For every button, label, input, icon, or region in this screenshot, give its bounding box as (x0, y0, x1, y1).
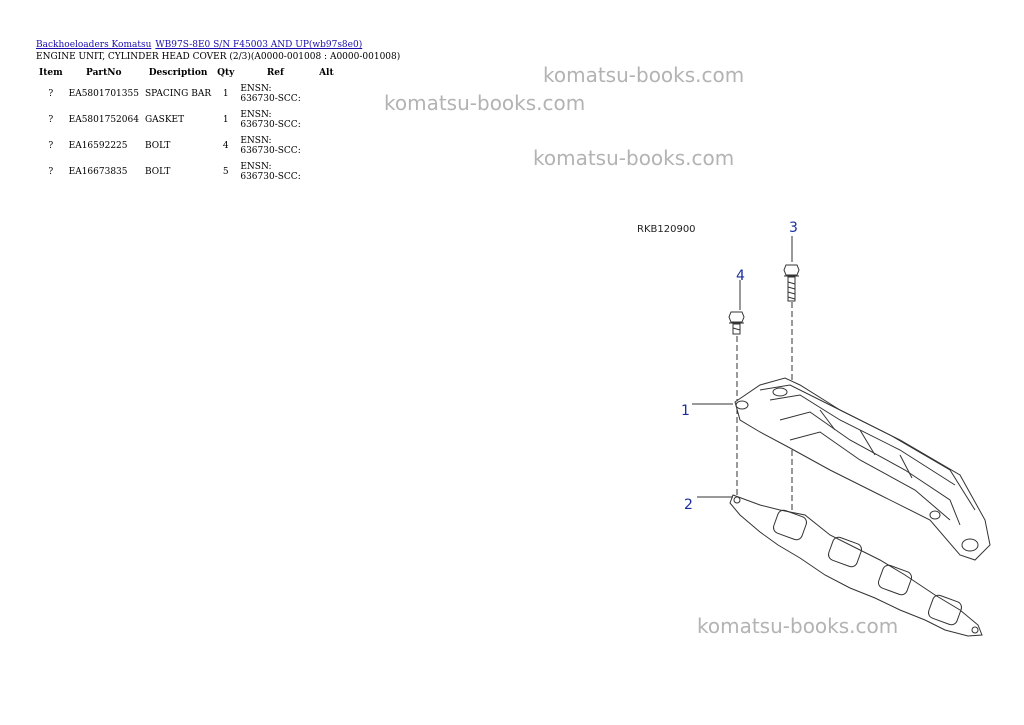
cell-partno: EA5801752064 (68, 115, 139, 125)
table-row: ? EA16592225 BOLT 4 ENSN: 636730-SCC: (36, 133, 339, 159)
cell-partno: EA16592225 (68, 141, 128, 151)
callout-2: 2 (684, 497, 693, 513)
table-header-row: Item PartNo Description Qty Ref Alt (36, 65, 339, 81)
watermark: komatsu-books.com (533, 146, 735, 170)
column-header-alt: Alt (319, 68, 334, 78)
bolt-4-drawing (728, 311, 745, 335)
column-header-description: Description (148, 68, 208, 78)
cell-item: ? (48, 115, 54, 125)
cell-ref: ENSN: 636730-SCC: (240, 84, 301, 104)
table-row: ? EA16673835 BOLT 5 ENSN: 636730-SCC: (36, 159, 339, 185)
cell-qty: 5 (222, 167, 229, 177)
cell-description: SPACING BAR (144, 89, 212, 99)
column-header-ref: Ref (266, 68, 284, 78)
watermark: komatsu-books.com (543, 63, 745, 87)
cell-alt (313, 159, 339, 185)
cell-alt (313, 81, 339, 107)
cell-item: ? (48, 89, 54, 99)
gasket-drawing (729, 494, 983, 637)
column-header-partno: PartNo (86, 68, 122, 78)
breadcrumb-link-category[interactable]: Backhoeloaders Komatsu (36, 40, 152, 50)
parts-table: Item PartNo Description Qty Ref Alt ? EA… (36, 65, 339, 185)
table-row: ? EA5801752064 GASKET 1 ENSN: 636730-SCC… (36, 107, 339, 133)
exploded-parts-diagram (692, 236, 991, 637)
watermark: komatsu-books.com (384, 91, 586, 115)
column-header-qty: Qty (217, 68, 235, 78)
callout-4: 4 (736, 268, 745, 284)
column-header-item: Item (39, 68, 63, 78)
breadcrumb-link-model[interactable]: WB97S-8E0 S/N F45003 AND UP(wb97s8e0) (155, 40, 363, 50)
cell-ref: ENSN: 636730-SCC: (240, 162, 301, 182)
cell-partno: EA16673835 (68, 167, 128, 177)
table-row: ? EA5801701355 SPACING BAR 1 ENSN: 63673… (36, 81, 339, 107)
watermark: komatsu-books.com (697, 614, 899, 638)
cell-alt (313, 107, 339, 133)
cell-qty: 4 (222, 141, 229, 151)
cell-description: BOLT (144, 141, 171, 151)
cell-description: GASKET (144, 115, 185, 125)
cell-partno: EA5801701355 (68, 89, 139, 99)
cell-item: ? (48, 141, 54, 151)
cell-item: ? (48, 167, 54, 177)
cell-description: BOLT (144, 167, 171, 177)
cell-ref: ENSN: 636730-SCC: (240, 110, 301, 130)
cell-qty: 1 (222, 115, 229, 125)
callout-1: 1 (681, 403, 690, 419)
page-title: ENGINE UNIT, CYLINDER HEAD COVER (2/3)(A… (36, 52, 401, 62)
bolt-3-drawing (783, 264, 800, 302)
cell-qty: 1 (222, 89, 229, 99)
callout-3: 3 (789, 220, 798, 236)
cell-alt (313, 133, 339, 159)
cell-ref: ENSN: 636730-SCC: (240, 136, 301, 156)
cover-body-drawing (734, 377, 991, 561)
diagram-code: RKB120900 (637, 224, 696, 235)
